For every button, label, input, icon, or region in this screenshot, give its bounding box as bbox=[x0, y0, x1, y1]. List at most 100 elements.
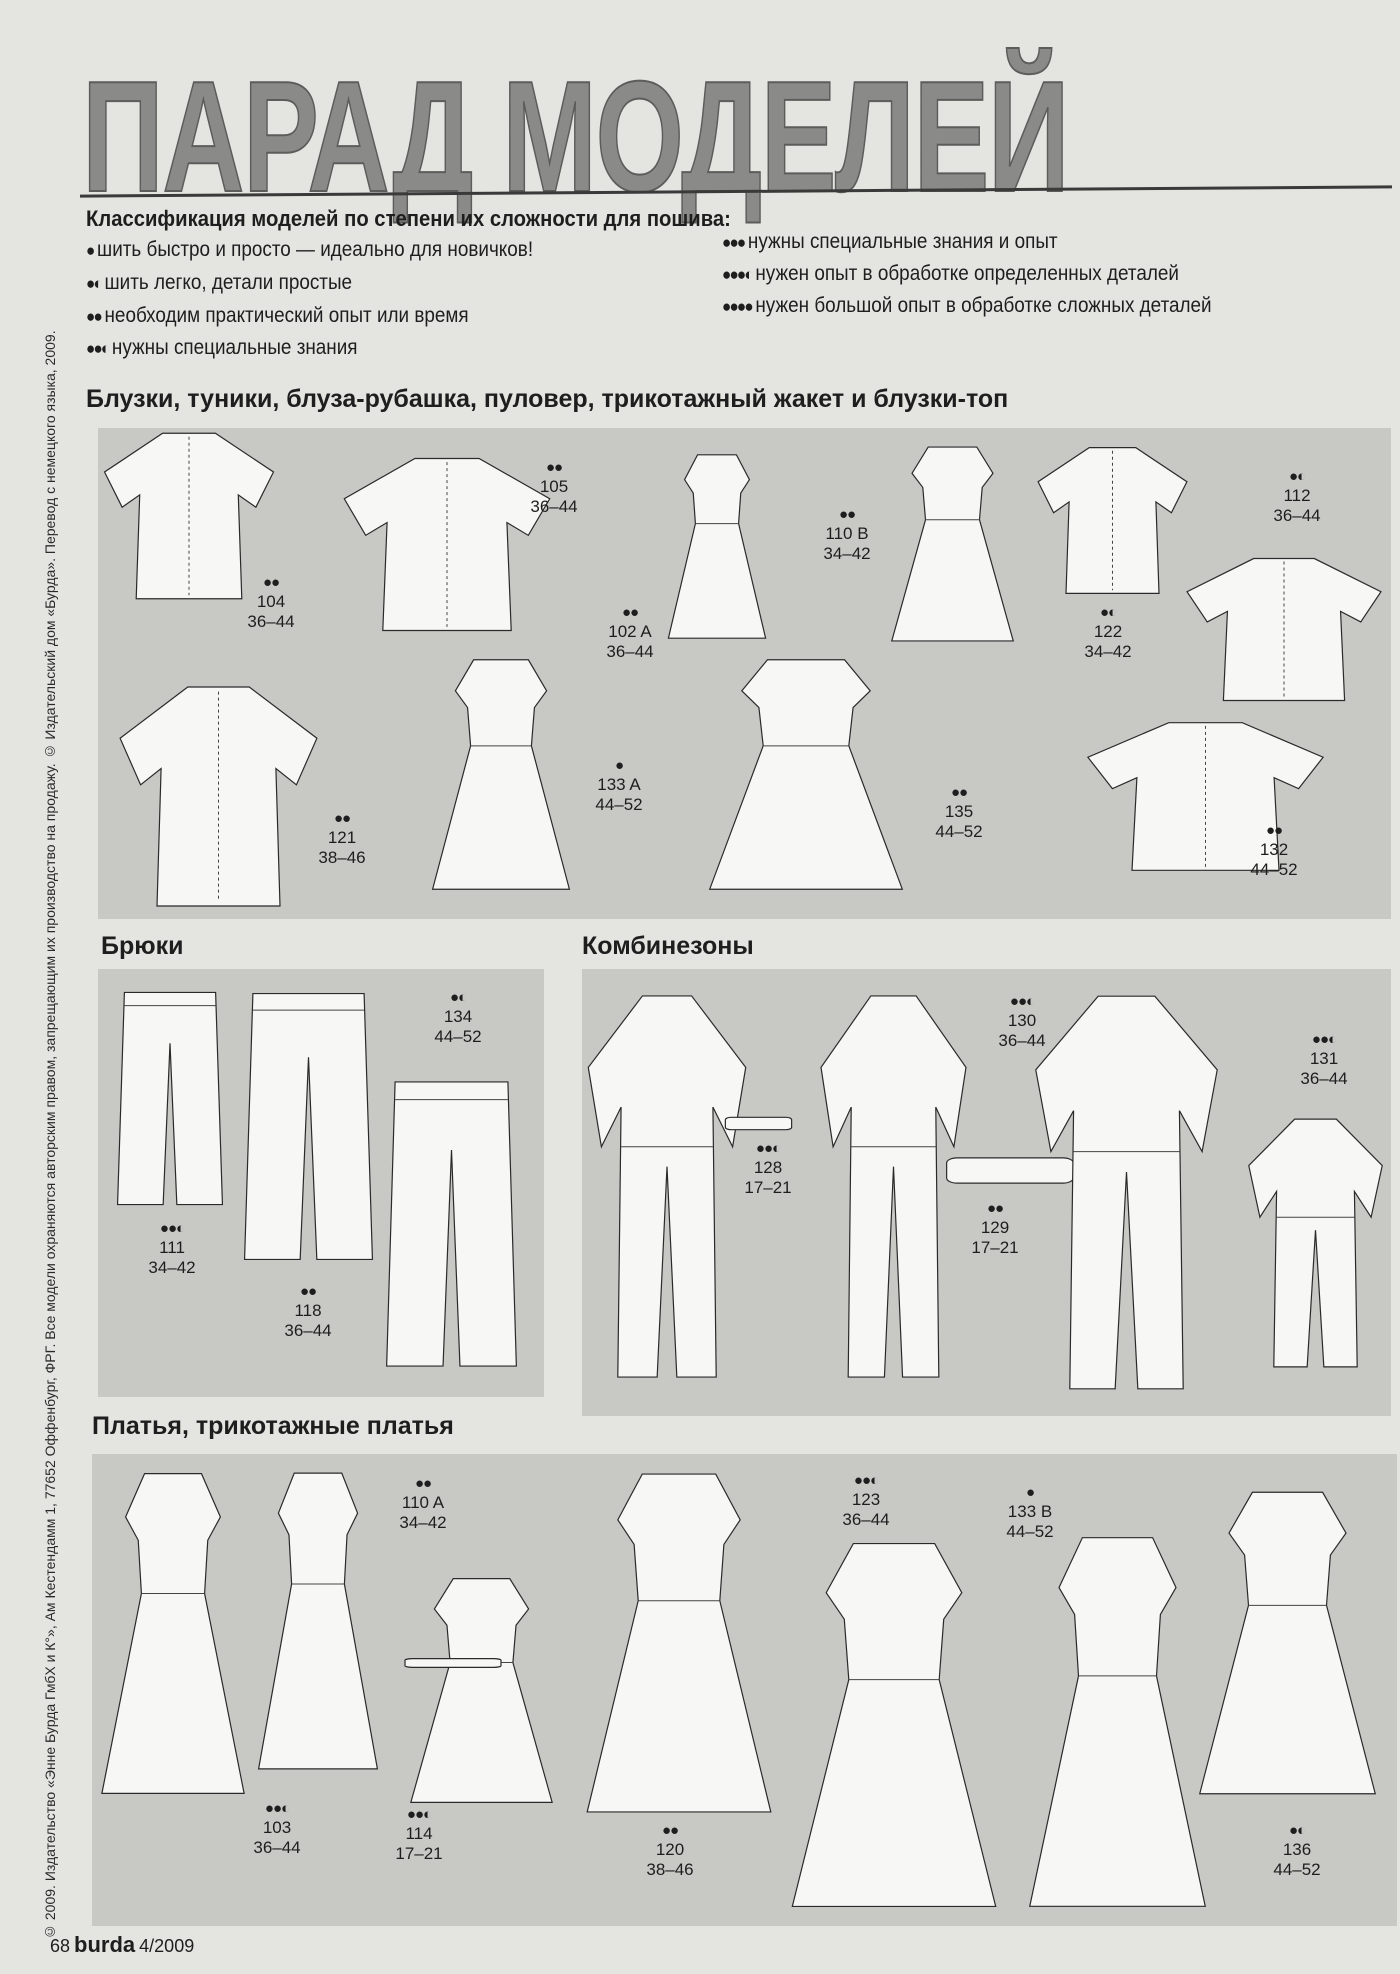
issue-number: 4/2009 bbox=[139, 1936, 195, 1956]
model-number: 110 B bbox=[825, 524, 869, 543]
garment-sketch bbox=[1032, 988, 1221, 1397]
difficulty-dots: ●● bbox=[414, 1475, 432, 1492]
section-heading-dresses: Платья, трикотажные платья bbox=[92, 1412, 454, 1440]
difficulty-dots: ●● bbox=[661, 1822, 679, 1839]
legend-item: ●●●◐нужен опыт в обработке определенных … bbox=[722, 262, 1179, 286]
page-number: 68 bbox=[50, 1936, 71, 1956]
difficulty-dots: ●● bbox=[86, 307, 103, 326]
difficulty-dots: ●●◐ bbox=[264, 1800, 290, 1817]
model-number: 110 A bbox=[401, 1493, 445, 1512]
model-sizes: 34–42 bbox=[399, 1513, 447, 1532]
model-sizes: 44–52 bbox=[595, 795, 643, 814]
model-sizes: 36–44 bbox=[998, 1031, 1046, 1050]
garment-sketch bbox=[1035, 443, 1190, 598]
model-number: 131 bbox=[1309, 1049, 1339, 1068]
difficulty-dots: ●● bbox=[950, 784, 968, 801]
model-sizes: 17–21 bbox=[395, 1844, 443, 1863]
model-number: 135 bbox=[944, 802, 974, 821]
garment-sketch bbox=[1246, 1114, 1385, 1372]
model-sizes: 36–44 bbox=[1273, 506, 1321, 525]
model-sizes: 38–46 bbox=[318, 848, 366, 867]
section-heading-trousers: Брюки bbox=[101, 932, 184, 960]
garment-sketch bbox=[585, 988, 749, 1385]
model-number: 102 A bbox=[608, 622, 652, 641]
garment-sketch bbox=[1190, 1486, 1385, 1800]
model-number: 122 bbox=[1093, 622, 1123, 641]
legend-item: ●шить быстро и просто — идеально для нов… bbox=[86, 238, 533, 262]
model-number: 111 bbox=[159, 1238, 185, 1257]
legend-item: ●●●нужны специальные знания и опыт bbox=[722, 230, 1058, 254]
model-number: 105 bbox=[539, 477, 569, 496]
model-number: 134 bbox=[443, 1007, 473, 1026]
model-sizes: 34–42 bbox=[1084, 642, 1132, 661]
difficulty-dots: ●● bbox=[333, 810, 351, 827]
garment-sketch bbox=[116, 680, 321, 913]
difficulty-dots: ●●●◐ bbox=[722, 265, 754, 284]
legend-text: нужен опыт в обработке определенных дета… bbox=[755, 262, 1179, 285]
garment-sketch bbox=[425, 655, 577, 894]
model-number: 128 bbox=[753, 1158, 783, 1177]
difficulty-dots: ●● bbox=[986, 1200, 1004, 1217]
model-sizes: 34–42 bbox=[823, 544, 871, 563]
garment-sketch bbox=[663, 451, 771, 642]
model-number: 104 bbox=[256, 592, 286, 611]
model-sizes: 44–52 bbox=[434, 1027, 482, 1046]
difficulty-dots: ●● bbox=[621, 604, 639, 621]
legend-text: шить легко, детали простые bbox=[104, 271, 353, 294]
difficulty-dots: ●◐ bbox=[1288, 1822, 1306, 1839]
difficulty-dots: ●◐ bbox=[1099, 604, 1117, 621]
model-sizes: 36–44 bbox=[606, 642, 654, 661]
garment-sketch bbox=[113, 988, 227, 1209]
difficulty-dots: ●●◐ bbox=[755, 1140, 781, 1157]
model-number: 132 bbox=[1259, 840, 1289, 859]
section-heading-jumpsuits: Комбинезоны bbox=[582, 932, 754, 960]
legend-item: ●●необходим практический опыт или время bbox=[86, 304, 469, 328]
garment-sketch bbox=[577, 1467, 781, 1819]
belt-sketch bbox=[724, 1108, 793, 1139]
model-sizes: 38–46 bbox=[646, 1860, 694, 1879]
difficulty-dots: ●●●● bbox=[722, 297, 754, 316]
difficulty-dots: ●● bbox=[545, 459, 563, 476]
difficulty-dots: ●◐ bbox=[1288, 468, 1306, 485]
difficulty-dots: ●●◐ bbox=[1311, 1031, 1337, 1048]
difficulty-dots: ●● bbox=[1265, 822, 1283, 839]
garment-sketch bbox=[1183, 554, 1385, 705]
difficulty-dots: ●◐ bbox=[86, 274, 103, 293]
model-sizes: 36–44 bbox=[1300, 1069, 1348, 1088]
model-number: 118 bbox=[294, 1301, 322, 1320]
garment-sketch bbox=[94, 1467, 252, 1800]
legend-heading: Классификация моделей по степени их слож… bbox=[86, 206, 731, 231]
legend-text: нужен большой опыт в обработке сложных д… bbox=[755, 294, 1212, 317]
model-sizes: 36–44 bbox=[247, 612, 295, 631]
belt-sketch bbox=[403, 1652, 503, 1674]
legend-text: нужны специальные знания bbox=[111, 336, 358, 359]
model-sizes: 44–52 bbox=[935, 822, 983, 841]
model-number: 130 bbox=[1007, 1011, 1037, 1030]
legend-item: ●●◐нужны специальные знания bbox=[86, 336, 358, 360]
model-sizes: 44–52 bbox=[1250, 860, 1298, 879]
difficulty-dots: ●● bbox=[838, 506, 856, 523]
model-number: 112 bbox=[1283, 486, 1311, 505]
model-sizes: 44–52 bbox=[1273, 1860, 1321, 1879]
model-number: 120 bbox=[655, 1840, 685, 1859]
garment-sketch bbox=[885, 443, 1020, 645]
difficulty-dots: ●●● bbox=[722, 233, 746, 252]
